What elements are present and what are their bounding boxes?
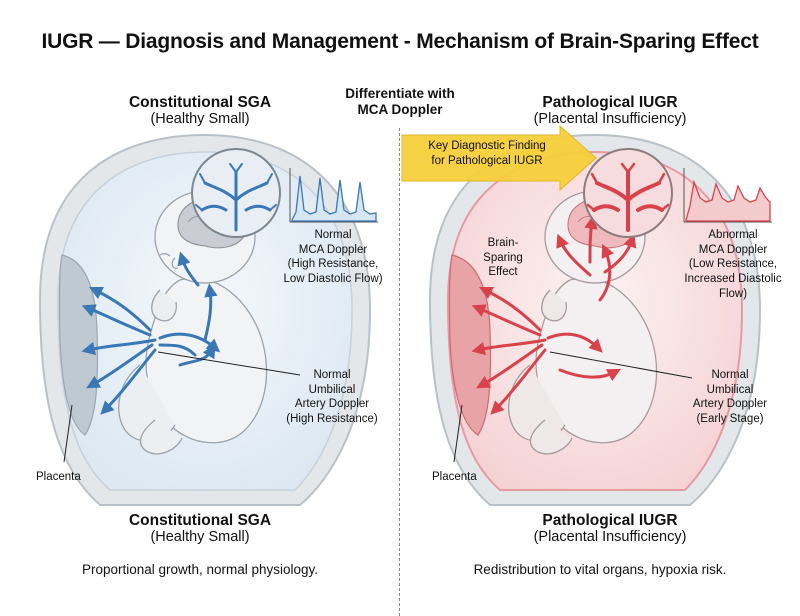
key-finding-banner-arrow: [401, 124, 597, 192]
left-umbilical-line: Normal: [313, 369, 351, 381]
left-umbilical-line: (High Resistance): [286, 413, 378, 426]
brain-sparing-line: Brain-: [487, 237, 519, 249]
right-mca-line: Abnormal: [708, 229, 758, 241]
left-mca-line: MCA Doppler: [298, 243, 368, 256]
right-mca-line: Increased Diastolic: [684, 273, 782, 286]
center-heading-line1: Differentiate with: [345, 86, 455, 101]
left-mca-waveform: [289, 168, 378, 223]
right-caption: Redistribution to vital organs, hypoxia …: [473, 562, 727, 577]
right-mca-waveform: [683, 168, 772, 223]
right-placenta-label: Placenta: [432, 471, 477, 483]
key-finding-banner-text: Key Diagnostic Finding for Pathological …: [412, 139, 562, 169]
right-mca-magnifier: [583, 148, 673, 238]
right-placenta-pointer: [453, 404, 463, 463]
brain-sparing-label: Brain- Sparing Effect: [478, 236, 528, 280]
right-mca-line: MCA Doppler: [698, 243, 768, 256]
right-top-title: Pathological IUGR: [542, 94, 678, 111]
left-umbilical-line: Umbilical: [308, 383, 356, 396]
left-umbilical-label: Normal Umbilical Artery Doppler (High Re…: [272, 368, 392, 427]
right-mca-label: Abnormal MCA Doppler (Low Resistance, In…: [668, 228, 798, 302]
left-umbilical-pointer: [157, 351, 301, 376]
right-bottom-title: Pathological IUGR: [542, 512, 678, 529]
right-umbilical-label: Normal Umbilical Artery Doppler (Early S…: [670, 368, 790, 427]
banner-line2: for Pathological IUGR: [431, 154, 543, 167]
left-top-subtitle: (Healthy Small): [150, 111, 250, 127]
brain-sparing-line: Sparing: [483, 251, 523, 264]
right-top-subtitle: (Placental Insufficiency): [533, 111, 687, 127]
left-bottom-title: Constitutional SGA: [128, 512, 272, 529]
right-mca-line: Flow): [718, 287, 748, 300]
left-caption: Proportional growth, normal physiology.: [81, 562, 319, 577]
page-title: IUGR — Diagnosis and Management - Mechan…: [41, 30, 759, 53]
right-mca-line: (Low Resistance,: [688, 258, 778, 271]
left-umbilical-line: Artery Doppler: [294, 398, 370, 411]
left-placenta-label: Placenta: [36, 471, 81, 483]
left-mca-label: Normal MCA Doppler (High Resistance, Low…: [268, 228, 398, 287]
right-umbilical-line: Artery Doppler: [692, 398, 768, 411]
right-umbilical-pointer: [549, 351, 693, 379]
left-flow-arrows: [81, 251, 221, 415]
left-mca-line: (High Resistance,: [287, 258, 379, 271]
right-bottom-subtitle: (Placental Insufficiency): [533, 529, 687, 545]
left-mca-line: Normal: [314, 229, 352, 241]
diagram-canvas: [38, 124, 772, 506]
right-umbilical-line: Umbilical: [706, 383, 754, 396]
left-mca-line: Low Diastolic Flow): [283, 273, 383, 286]
banner-line1: Key Diagnostic Finding: [428, 140, 546, 152]
left-placenta-pointer: [63, 404, 73, 463]
left-mca-magnifier: [191, 148, 281, 238]
center-heading-line2: MCA Doppler: [357, 102, 443, 118]
right-umbilical-line: (Early Stage): [696, 413, 764, 426]
right-flow-arrows: [471, 215, 637, 415]
right-umbilical-line: Normal: [711, 369, 749, 381]
center-heading: Differentiate with MCA Doppler: [320, 86, 480, 119]
left-top-title: Constitutional SGA: [128, 94, 272, 111]
brain-sparing-line: Effect: [488, 266, 518, 279]
left-bottom-subtitle: (Healthy Small): [150, 529, 250, 545]
center-divider: [399, 128, 400, 616]
